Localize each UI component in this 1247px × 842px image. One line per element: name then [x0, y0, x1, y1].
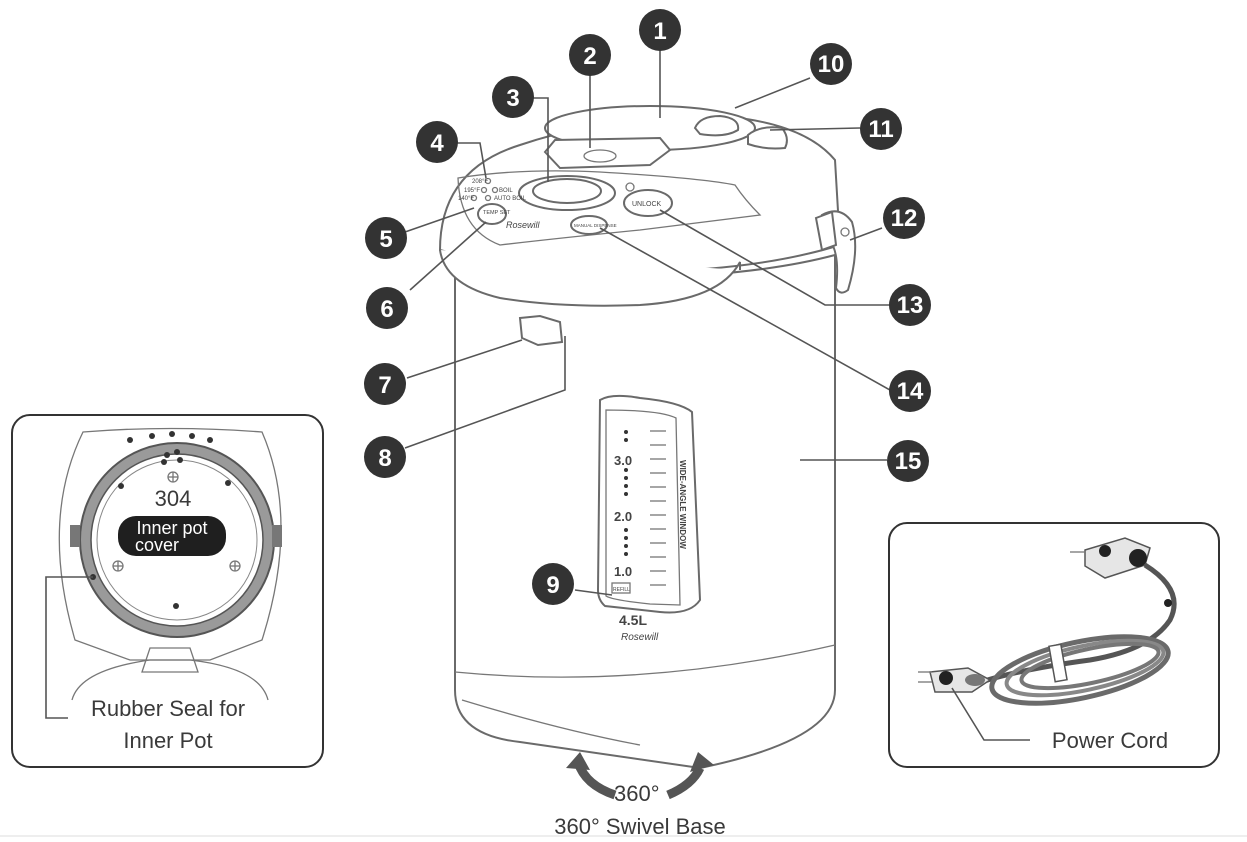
- callout-9-number: 9: [546, 572, 559, 599]
- callout-1: 1: [639, 9, 681, 51]
- callout-13-number: 13: [897, 292, 924, 319]
- temp-140-label: 140°F: [458, 196, 474, 202]
- callout-2: 2: [569, 34, 611, 76]
- callout-11: 11: [860, 108, 902, 150]
- callout-4: 4: [416, 121, 458, 163]
- callout-11-number: 11: [868, 116, 893, 143]
- window-brand-logo: Rosewill: [621, 632, 659, 643]
- rubber-seal-label-line2: Inner Pot: [123, 728, 212, 753]
- auto-boil-label: AUTO BOIL: [494, 196, 527, 202]
- level-scale-ticks: [624, 430, 666, 586]
- inner-pot-inset: 304 Inner pot cover Rubber Seal for Inne…: [11, 414, 324, 768]
- callout-3-number: 3: [506, 85, 519, 112]
- level-2-label: 2.0: [614, 509, 632, 524]
- callout-6: 6: [366, 287, 408, 329]
- swivel-degree-label: 360°: [614, 781, 660, 806]
- callout-8-number: 8: [378, 445, 391, 472]
- callout-4-number: 4: [430, 130, 444, 157]
- callout-8: 8: [364, 436, 406, 478]
- callout-10-number: 10: [818, 51, 845, 78]
- inner-pot-cover-label-line1: Inner pot: [136, 518, 207, 538]
- callout-2-number: 2: [583, 43, 596, 70]
- callout-15: 15: [887, 440, 929, 482]
- inner-pot-cover-label-line2: cover: [135, 535, 179, 555]
- refill-label: REFILL: [613, 587, 630, 593]
- callout-14: 14: [889, 370, 931, 412]
- level-3-label: 3.0: [614, 453, 632, 468]
- callout-7-number: 7: [378, 372, 391, 399]
- unlock-label: UNLOCK: [632, 201, 662, 208]
- callout-14-number: 14: [897, 378, 924, 405]
- control-panel-text: 208°F 195°F 140°F BOIL AUTO BOIL TEMP SE…: [458, 179, 662, 230]
- material-304-label: 304: [155, 486, 192, 511]
- callout-1-number: 1: [653, 18, 666, 45]
- level-1-label: 1.0: [614, 564, 632, 579]
- callout-9: 9: [532, 563, 574, 605]
- power-cord-label: Power Cord: [1052, 728, 1168, 753]
- thermo-pot-body: [438, 105, 857, 770]
- capacity-label: 4.5L: [619, 612, 647, 628]
- swivel-base-caption: 360° Swivel Base: [554, 814, 725, 839]
- callout-5-number: 5: [379, 226, 392, 253]
- temp-set-label: TEMP SET: [483, 210, 511, 216]
- callout-7: 7: [364, 363, 406, 405]
- wide-angle-window-label: WIDE-ANGLE WINDOW: [678, 460, 687, 549]
- panel-brand-logo: Rosewill: [506, 220, 541, 230]
- callout-3: 3: [492, 76, 534, 118]
- callout-12: 12: [883, 197, 925, 239]
- manual-dispense-label: MANUAL DISPENSE: [574, 223, 617, 228]
- callout-10: 10: [810, 43, 852, 85]
- power-cord-inset: Power Cord: [888, 522, 1220, 768]
- water-window-text: 3.0 2.0 1.0 REFILL WIDE-ANGLE WINDOW 4.5…: [613, 453, 687, 643]
- callout-12-number: 12: [891, 205, 918, 232]
- callout-5: 5: [365, 217, 407, 259]
- callout-13: 13: [889, 284, 931, 326]
- callout-15-number: 15: [895, 448, 922, 475]
- boil-label: BOIL: [499, 188, 513, 194]
- temp-195-label: 195°F: [464, 188, 480, 194]
- rubber-seal-label-line1: Rubber Seal for: [91, 696, 245, 721]
- swivel-arrows: 360°: [566, 752, 714, 806]
- callout-6-number: 6: [380, 296, 393, 323]
- leader-lines: [404, 50, 892, 596]
- temp-208-label: 208°F: [472, 179, 488, 185]
